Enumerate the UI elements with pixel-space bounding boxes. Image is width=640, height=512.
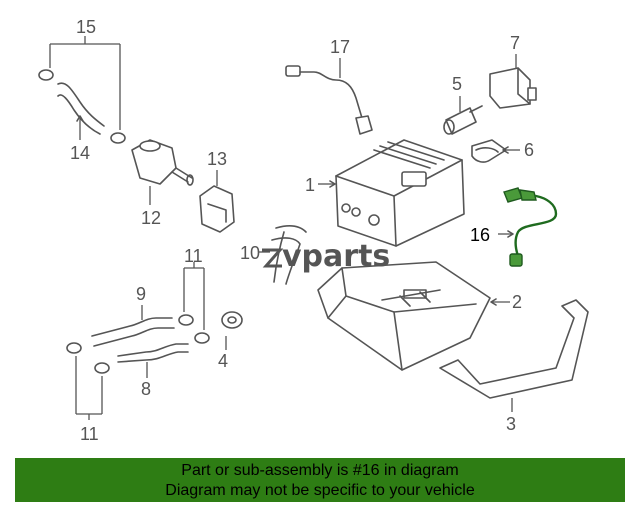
part-16-sensor-highlighted — [498, 187, 558, 267]
callout-11-bottom: 11 — [80, 424, 99, 444]
callout-11-top: 11 — [184, 246, 203, 266]
info-banner: Part or sub-assembly is #16 in diagram D… — [15, 458, 625, 502]
part-17-sensor — [285, 58, 373, 135]
part-9-hose — [91, 305, 175, 347]
callout-2: 2 — [512, 292, 522, 312]
part-13-bracket — [199, 170, 235, 233]
banner-line-2: Diagram may not be specific to your vehi… — [165, 482, 475, 499]
callout-9: 9 — [136, 284, 146, 304]
part-2-tray — [317, 261, 510, 371]
callout-4: 4 — [218, 351, 228, 371]
callout-8: 8 — [141, 379, 151, 399]
callout-15: 15 — [76, 17, 96, 37]
watermark-logo: vparts — [262, 239, 390, 274]
part-15-clamps — [38, 36, 126, 144]
part-6-clip — [471, 139, 520, 163]
part-11-clamps-top — [178, 262, 210, 344]
callout-17: 17 — [330, 37, 350, 57]
part-7-module — [489, 54, 537, 109]
part-11-clamps-bottom — [66, 342, 110, 420]
part-5-valve — [443, 96, 483, 135]
part-14-hose — [57, 82, 105, 140]
part-10-hose — [258, 225, 307, 285]
callout-1: 1 — [305, 175, 315, 195]
callout-12: 12 — [141, 208, 161, 228]
part-3-bracket — [439, 299, 589, 412]
part-4-grommet — [221, 311, 243, 350]
callout-3: 3 — [506, 414, 516, 434]
callout-14: 14 — [70, 143, 90, 163]
part-1-canister — [318, 139, 465, 247]
callout-7: 7 — [510, 33, 520, 53]
part-12-valve — [131, 139, 194, 205]
part-8-hose — [117, 343, 189, 378]
callout-5: 5 — [452, 74, 462, 94]
callout-6: 6 — [524, 140, 534, 160]
parts-diagram: 15 14 12 13 10 17 — [38, 17, 589, 444]
watermark-text: vparts — [282, 239, 390, 274]
callout-16: 16 — [470, 225, 490, 245]
banner-line-1: Part or sub-assembly is #16 in diagram — [181, 462, 459, 479]
callout-10: 10 — [240, 243, 260, 263]
callout-13: 13 — [207, 149, 227, 169]
